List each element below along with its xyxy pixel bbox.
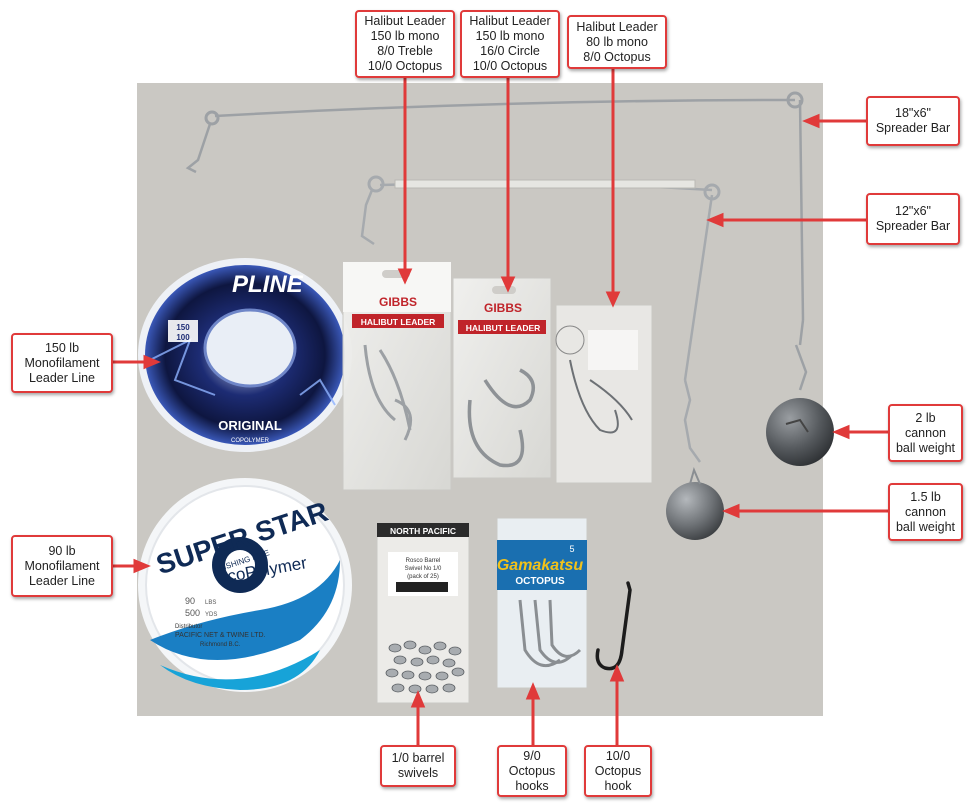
callout-weight-2: 2 lb cannon ball weight: [888, 404, 963, 462]
superstar-yds-unit: YDS: [205, 612, 217, 618]
callout-mono-90: 90 lb Monofilament Leader Line: [11, 535, 113, 597]
callout-leader-circle: Halibut Leader 150 lb mono 16/0 Circle 1…: [460, 10, 560, 78]
gibbs-label-1: HALIBUT LEADER: [361, 317, 436, 327]
north-pacific-pack: NORTH PACIFIC Rosco Barrel Swivel No 1/0…: [376, 522, 470, 704]
callout-leader-treble: Halibut Leader 150 lb mono 8/0 Treble 10…: [355, 10, 455, 78]
superstar-lbs-unit: LBS: [205, 600, 216, 606]
gamakatsu-size: 5: [569, 544, 574, 554]
pline-sub: COPOLYMER: [231, 438, 270, 444]
callout-spreader-18: 18"x6" Spreader Bar: [866, 96, 960, 146]
callout-mono-150: 150 lb Monofilament Leader Line: [11, 333, 113, 393]
superstar-city: Richmond B.C.: [200, 642, 241, 648]
pline-spool: PLINE ORIGINAL COPOLYMER 150 100: [138, 258, 352, 452]
cannon-ball-1-5lb: [666, 467, 724, 540]
gibbs-bag-treble: GIBBS HALIBUT LEADER: [342, 261, 452, 491]
gamakatsu-pack: Gamakatsu OCTOPUS 5: [496, 517, 588, 689]
pline-line: ORIGINAL: [218, 418, 282, 433]
spreader-bar-12: [360, 175, 721, 463]
gibbs-brand-1: GIBBS: [379, 295, 417, 309]
superstar-distributor-label: Distributor: [175, 624, 202, 630]
gibbs-label-2: HALIBUT LEADER: [466, 323, 541, 333]
callout-leader-80: Halibut Leader 80 lb mono 8/0 Octopus: [567, 15, 667, 69]
north-pacific-item: Rosco Barrel: [406, 558, 441, 564]
superstar-yds: 500: [185, 608, 200, 618]
callout-weight-15: 1.5 lb cannon ball weight: [888, 483, 963, 541]
pline-brand: PLINE: [232, 271, 304, 298]
callout-swivels: 1/0 barrel swivels: [380, 745, 456, 787]
callout-hooks-9: 9/0 Octopus hooks: [497, 745, 567, 797]
callout-spreader-12: 12"x6" Spreader Bar: [866, 193, 960, 245]
superstar-lbs: 90: [185, 596, 195, 606]
leader-bag-80: [555, 304, 653, 484]
gibbs-bag-circle: GIBBS HALIBUT LEADER: [452, 277, 552, 479]
superstar-distributor: PACIFIC NET & TWINE LTD.: [175, 632, 266, 639]
north-pacific-brand: NORTH PACIFIC: [390, 526, 456, 536]
gamakatsu-brand: Gamakatsu: [497, 557, 583, 574]
pline-lbs: 150: [176, 323, 190, 332]
octopus-hook-10: [595, 581, 632, 671]
spreader-bar-18: [185, 91, 808, 391]
pline-yds: 100: [176, 333, 190, 342]
north-pacific-pack-count: (pack of 25): [407, 574, 439, 580]
gibbs-brand-2: GIBBS: [484, 301, 522, 315]
north-pacific-item2: Swivel No 1/0: [405, 566, 442, 572]
superstar-spool: SUPER STAR FISHING LINE coPolymer 90 LBS…: [138, 478, 352, 692]
gamakatsu-model: OCTOPUS: [515, 576, 565, 587]
callout-hook-10: 10/0 Octopus hook: [584, 745, 652, 797]
callout-arrows: [113, 68, 888, 745]
cannon-ball-2lb: [766, 398, 834, 466]
